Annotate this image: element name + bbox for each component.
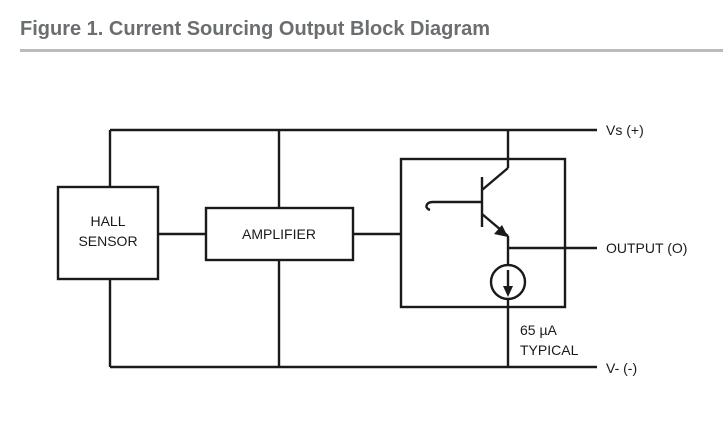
current-value-label: 65 µA [520,322,558,338]
figure-title: Figure 1. Current Sourcing Output Block … [20,18,491,40]
output-terminal-label: OUTPUT (O) [606,240,687,256]
vminus-terminal-label: V- (-) [606,360,637,376]
title-divider [20,49,723,52]
current-typical-label: TYPICAL [520,342,579,358]
amplifier-label: AMPLIFIER [242,226,316,242]
emitter-arrow-icon [494,225,508,237]
output-stage-block [399,157,567,309]
hall-sensor-label-line2: SENSOR [78,233,137,249]
transistor-collector [481,167,509,191]
base-input-squiggle-icon [425,200,434,212]
current-source-arrow-icon [503,286,513,297]
vs-terminal-label: Vs (+) [606,122,644,138]
hall-sensor-label-line1: HALL [90,213,125,229]
